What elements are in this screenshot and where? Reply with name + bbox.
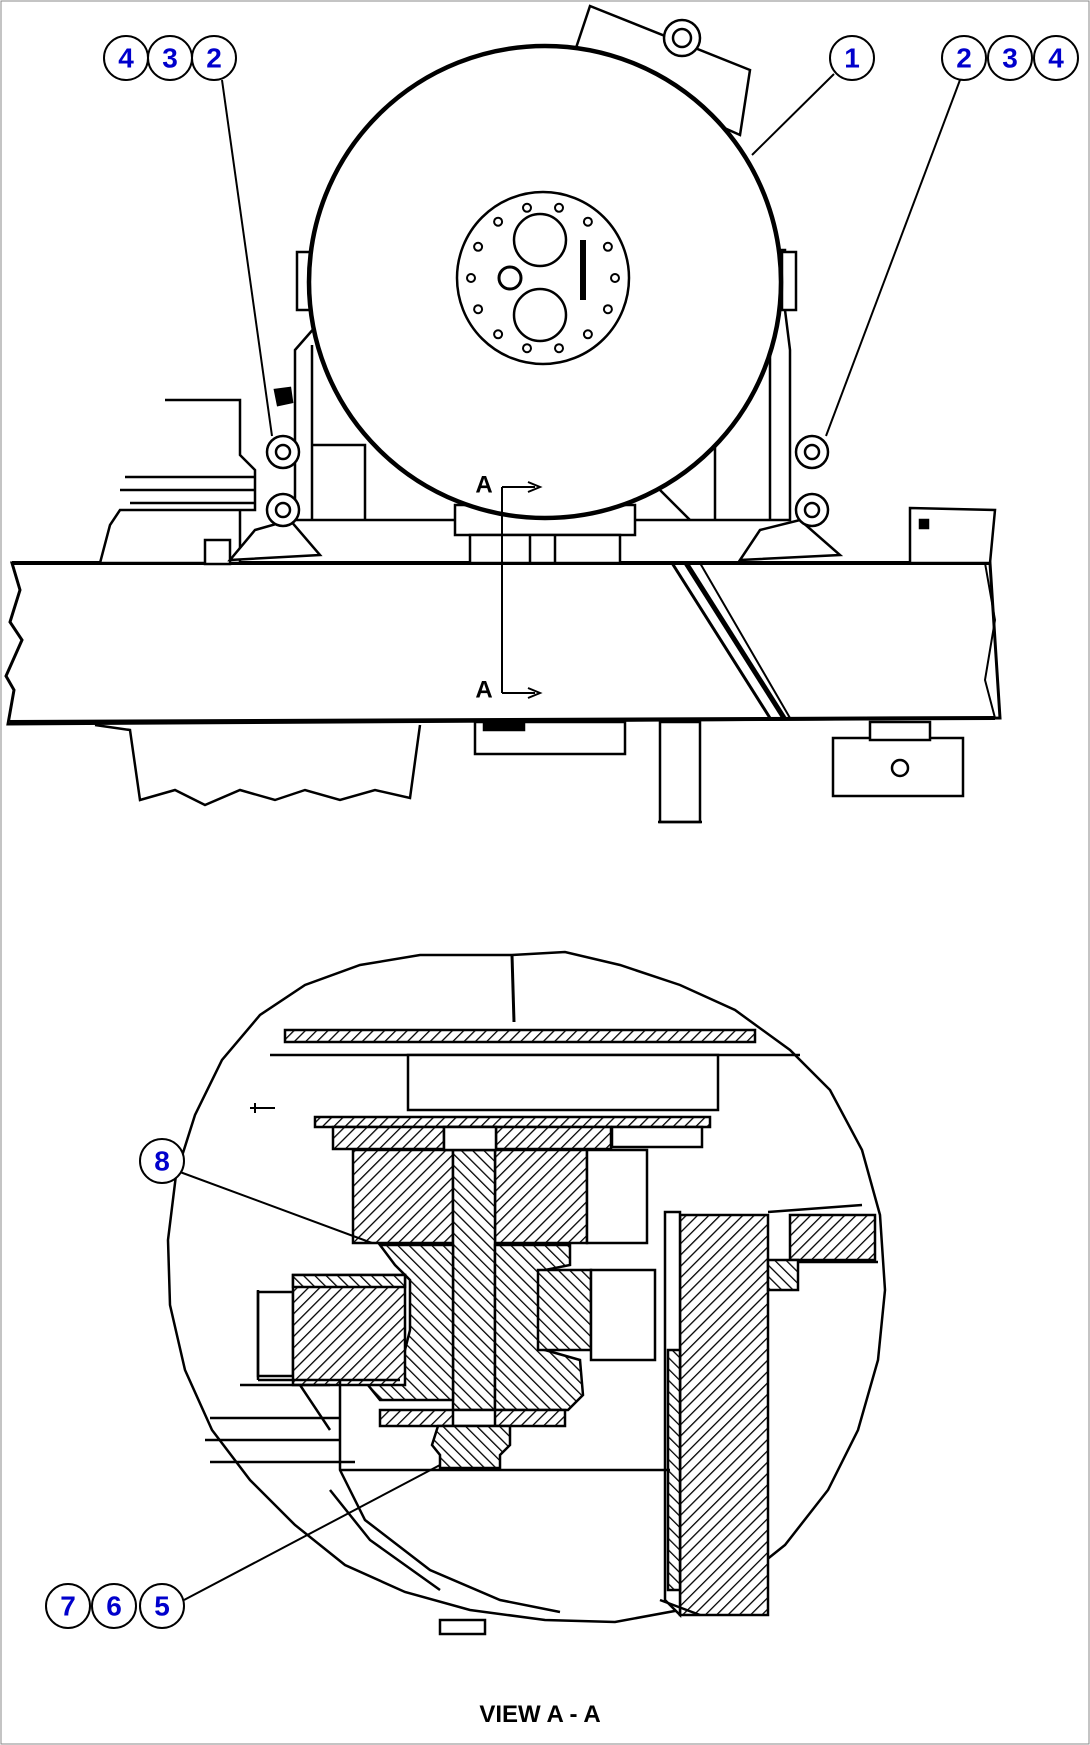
side-washer	[256, 1290, 295, 1378]
right-lower-bracket	[831, 736, 965, 798]
flange-bolt	[602, 304, 613, 315]
top-view	[4, 4, 1002, 824]
flange-bolt	[602, 241, 613, 252]
left-side-lines	[240, 1290, 332, 1431]
right-flange-small	[766, 1258, 800, 1292]
left-foot	[227, 518, 323, 562]
upper-block	[406, 1053, 720, 1112]
section-arrow-lower	[502, 687, 543, 699]
svg-text:2: 2	[956, 43, 972, 74]
lower-plate-tab	[482, 722, 526, 732]
flange-bolt	[610, 273, 620, 283]
right-upper-bracket-dot	[918, 518, 930, 530]
lower-housing	[205, 1380, 561, 1614]
right-step	[589, 1268, 657, 1362]
callout-group-left: 4 3 2	[103, 35, 237, 81]
svg-text:4: 4	[118, 43, 134, 74]
svg-text:3: 3	[1002, 43, 1018, 74]
flange-bolt	[554, 343, 564, 354]
tank-port-lower	[512, 287, 568, 343]
small-pin-icon	[250, 1103, 275, 1113]
leader-lines-top	[221, 73, 961, 437]
valve-cap-inner	[671, 27, 693, 49]
left-cone-rings	[120, 475, 255, 505]
section-view-a-a	[166, 950, 887, 1636]
tank-drain-plug	[497, 265, 523, 291]
left-cone-boss	[98, 398, 257, 565]
flange-bolt	[493, 216, 504, 227]
flange-bolt	[493, 329, 504, 340]
callout-group-right: 2 3 4	[941, 35, 1079, 81]
svg-text:1: 1	[844, 43, 860, 74]
svg-text:7: 7	[60, 1591, 76, 1622]
rail-seam-1	[670, 562, 772, 719]
tank-port-upper	[512, 212, 568, 268]
flange-bolts	[466, 202, 620, 354]
lower-post	[658, 720, 702, 824]
top-plate-hatched	[283, 1028, 757, 1044]
cradle-left-web	[312, 443, 367, 520]
mid-plate-hatched	[313, 1115, 712, 1129]
left-mount-bolts	[265, 386, 301, 528]
svg-text:5: 5	[154, 1591, 170, 1622]
pad-right	[610, 1125, 704, 1149]
tank-right-tab	[780, 250, 798, 312]
rail-bottom-edge	[9, 716, 996, 724]
flange-bolt	[582, 216, 593, 227]
left-lower-casting	[94, 723, 422, 807]
leader-lines-bottom	[179, 1171, 441, 1601]
svg-text:4: 4	[1048, 43, 1064, 74]
bolt-shank	[451, 1148, 497, 1442]
svg-text:2: 2	[206, 43, 222, 74]
callout-8: 8	[139, 1138, 185, 1184]
tank-base-pad-2	[468, 533, 622, 565]
frame-member-hatched	[678, 1213, 770, 1617]
flange-bolt	[554, 202, 564, 213]
section-arrow-upper	[502, 481, 543, 493]
tank-end-flange	[455, 190, 631, 366]
view-caption: VIEW A - A	[479, 1701, 600, 1728]
rail-seam-2	[683, 561, 787, 720]
right-foot	[737, 518, 844, 562]
mount-block-left	[351, 1148, 455, 1245]
flange-bolt	[473, 304, 484, 315]
flange-bolt	[522, 343, 532, 354]
svg-text:6: 6	[106, 1591, 122, 1622]
right-lower-hole	[890, 758, 910, 778]
rail-seam-3	[699, 562, 791, 719]
section-label-upper: A	[475, 472, 492, 499]
small-clip	[438, 1618, 487, 1636]
right-flange-hatched	[788, 1213, 877, 1262]
flange-bolt	[473, 241, 484, 252]
side-pad-top-strip	[291, 1273, 407, 1289]
lower-housing-inner	[329, 1468, 701, 1617]
valve-cap	[662, 18, 702, 58]
flange-bolt	[582, 329, 593, 340]
callout-1: 1	[829, 35, 875, 81]
nut-bottom	[430, 1424, 512, 1470]
callout-group-bottom: 7 6 5	[45, 1583, 185, 1629]
mount-block-right	[493, 1148, 589, 1245]
right-dark-block	[536, 1268, 593, 1352]
side-spacer	[585, 1148, 649, 1245]
flange-bolt	[522, 202, 532, 213]
right-mount-bolts	[794, 434, 830, 528]
bolt-head-top	[442, 1125, 498, 1152]
left-small-block	[203, 538, 232, 566]
section-label-lower: A	[475, 677, 492, 704]
svg-text:3: 3	[162, 43, 178, 74]
side-pad-hatched	[291, 1273, 407, 1387]
right-lower-bracket-top	[868, 720, 932, 742]
flange-bolt	[466, 273, 476, 283]
svg-text:8: 8	[154, 1146, 170, 1177]
right-upper-bracket	[908, 506, 997, 565]
lower-washer-center	[451, 1408, 497, 1428]
